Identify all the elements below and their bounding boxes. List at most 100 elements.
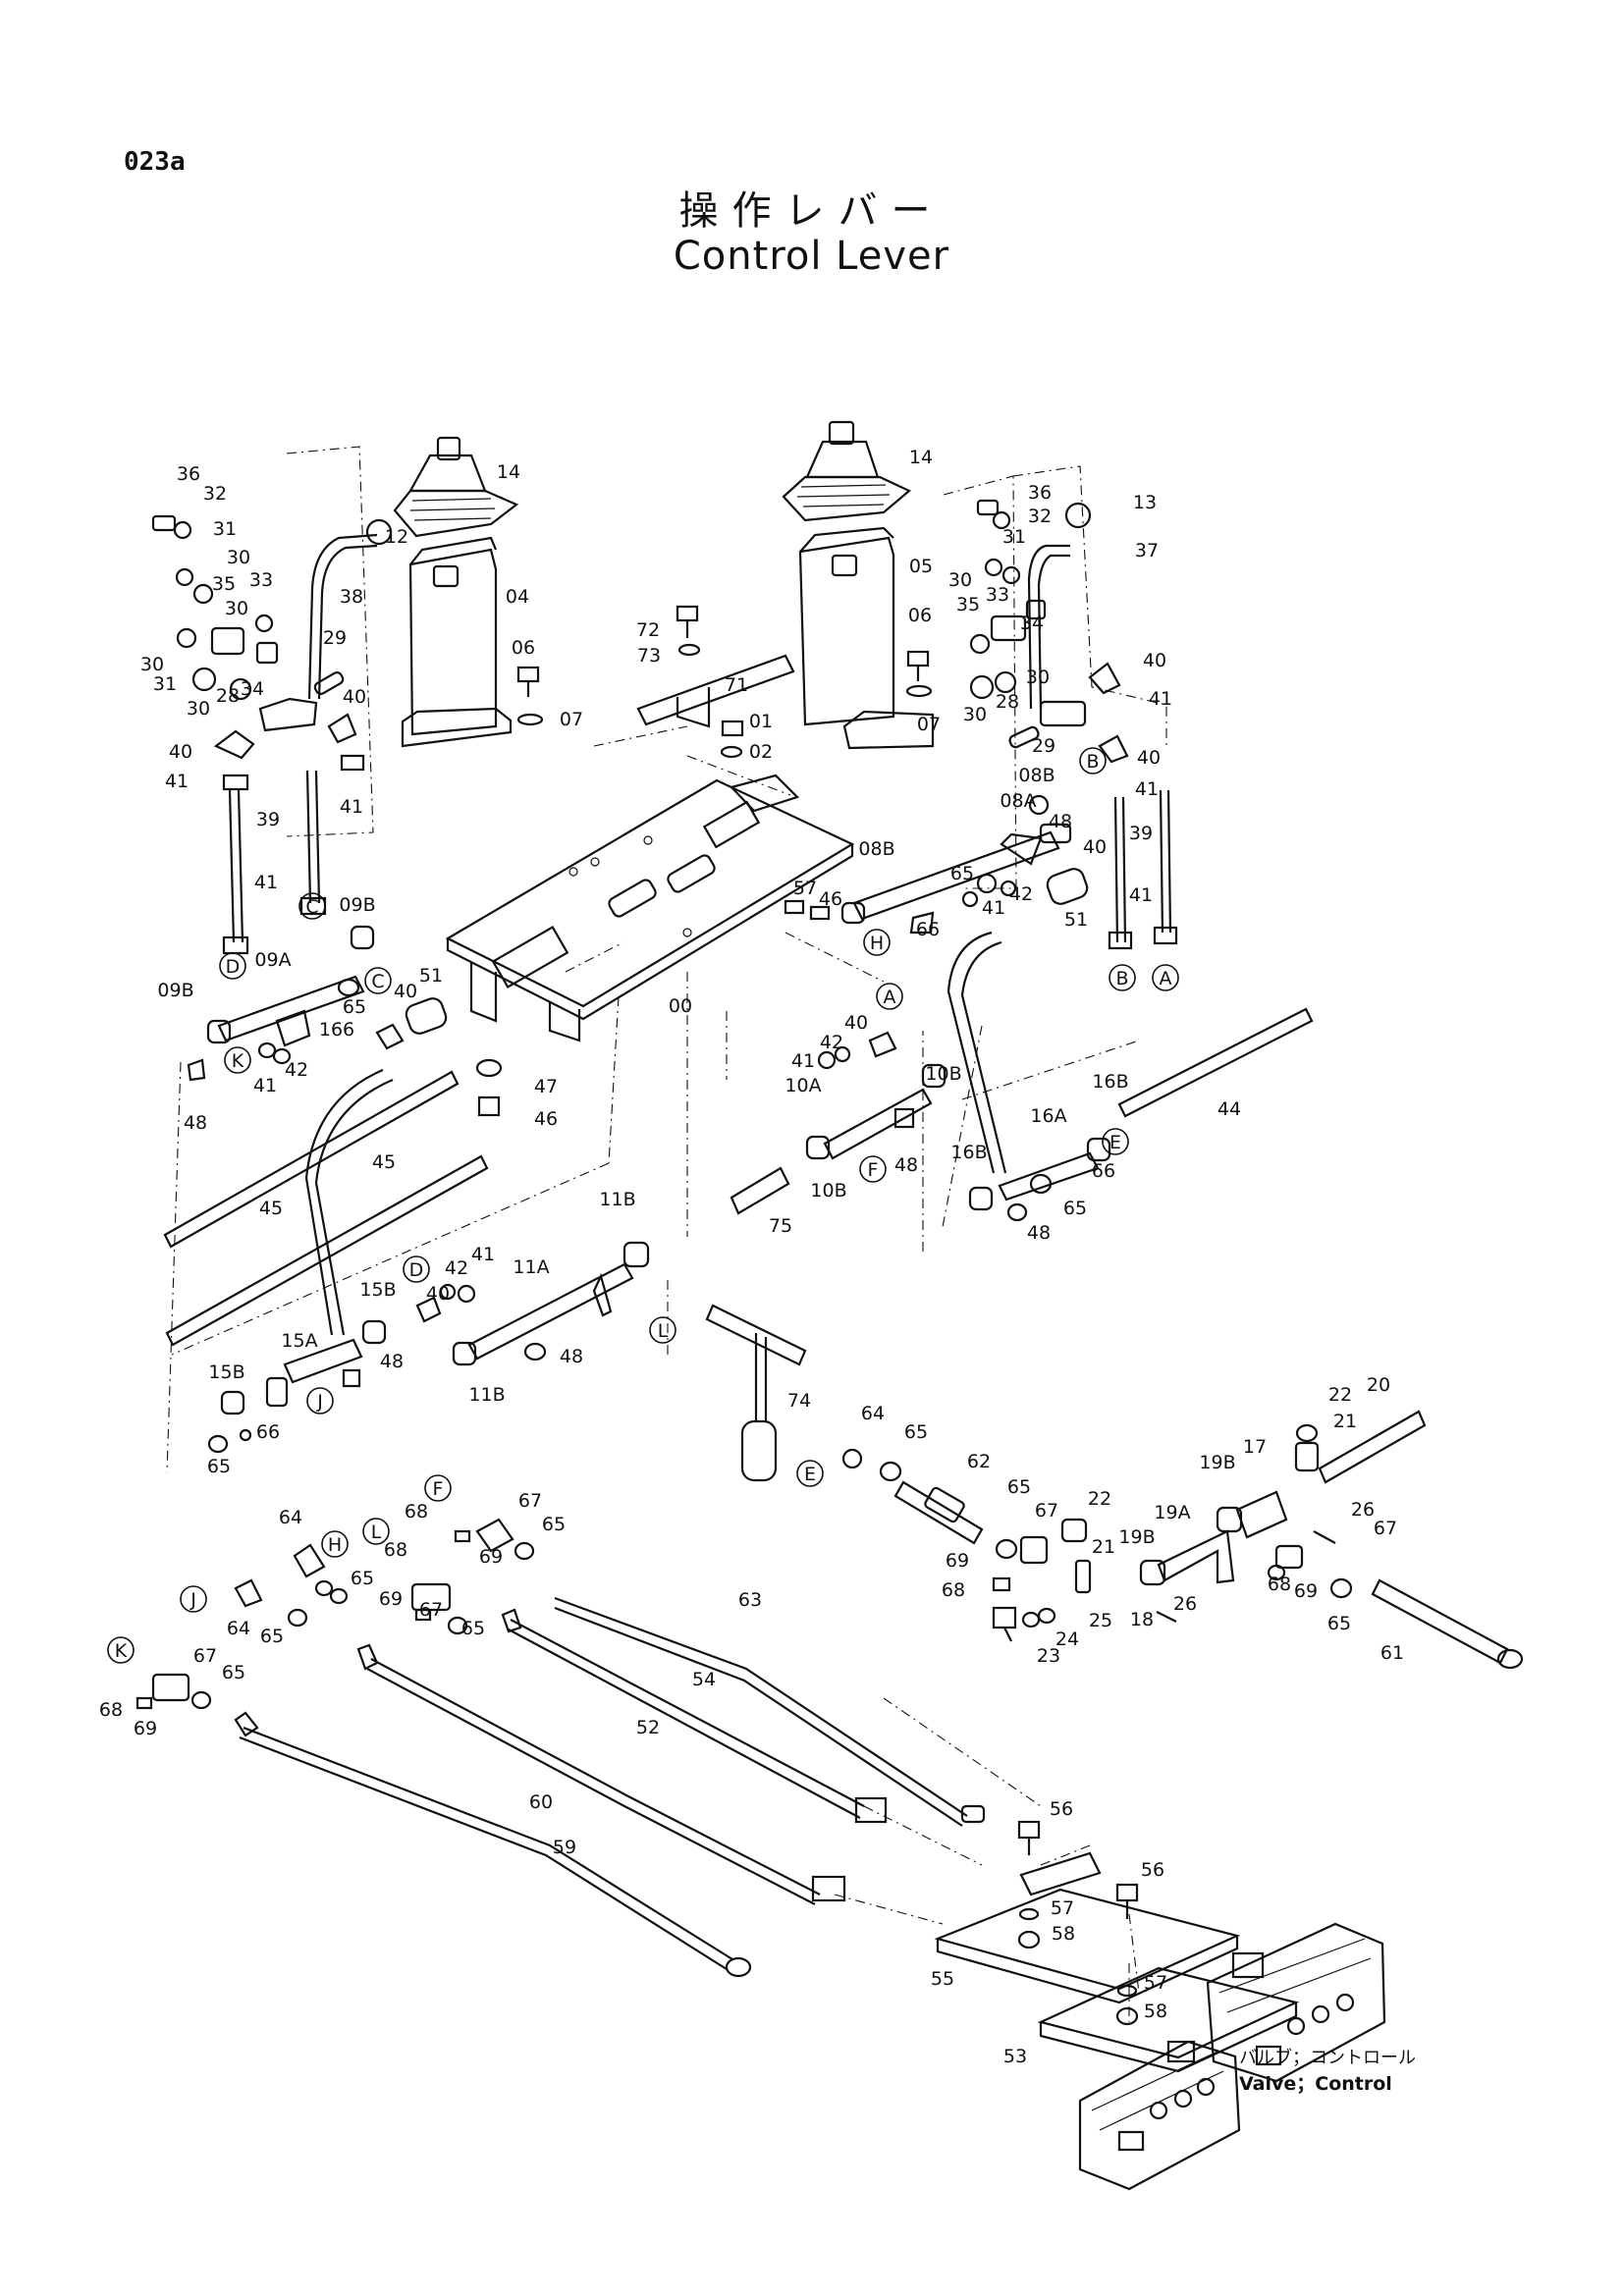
callout-circle xyxy=(107,1636,135,1664)
part-callout: 48 xyxy=(560,1346,583,1367)
part-callout: 06 xyxy=(512,637,535,659)
part-callout: 69 xyxy=(379,1588,403,1610)
part-callout: 65 xyxy=(343,996,366,1018)
part-callout: 51 xyxy=(419,965,443,987)
part-callout: J xyxy=(189,1589,196,1611)
part-callout: 66 xyxy=(1092,1160,1115,1182)
part-callout: 09B xyxy=(339,894,375,916)
part-callout: 68 xyxy=(942,1579,965,1601)
part-callout: 65 xyxy=(1327,1613,1351,1634)
part-callout: 30 xyxy=(963,704,987,725)
part-callout: 57 xyxy=(793,878,817,899)
part-callout: 74 xyxy=(787,1390,811,1412)
callout-circle xyxy=(424,1474,452,1502)
part-callout: 30 xyxy=(225,598,248,619)
part-callout: 41 xyxy=(253,1075,277,1096)
callout-circle xyxy=(1102,1128,1129,1155)
part-callout: 67 xyxy=(419,1599,443,1621)
part-callout: 67 xyxy=(518,1490,542,1512)
part-callout: 52 xyxy=(636,1717,660,1738)
part-callout: 69 xyxy=(134,1718,157,1739)
part-callout: 11B xyxy=(599,1189,635,1210)
part-callout: F xyxy=(868,1159,879,1181)
part-callout: 44 xyxy=(1217,1098,1241,1120)
part-callout: 26 xyxy=(1173,1593,1197,1615)
part-callout: E xyxy=(804,1464,816,1485)
part-callout: 08B xyxy=(1018,765,1055,786)
part-callout: 41 xyxy=(1149,688,1172,710)
part-callout: 20 xyxy=(1367,1374,1390,1396)
part-callout: 68 xyxy=(99,1699,123,1721)
part-callout: 09A xyxy=(254,949,291,971)
right-lever-assembly xyxy=(782,420,1178,950)
part-callout: 01 xyxy=(749,711,773,732)
part-callout: 64 xyxy=(861,1403,885,1424)
part-callout: 48 xyxy=(1027,1222,1051,1244)
page-id: 023a xyxy=(124,147,186,177)
part-callout: 21 xyxy=(1092,1536,1115,1558)
callout-circle xyxy=(219,952,246,980)
part-callout: 07 xyxy=(560,709,583,730)
part-callout: A xyxy=(1160,968,1172,989)
part-callout: 58 xyxy=(1144,2001,1167,2022)
part-callout: 22 xyxy=(1088,1488,1111,1510)
part-callout: 41 xyxy=(254,872,278,893)
part-callout: 39 xyxy=(1129,823,1153,844)
link-rods xyxy=(234,1596,986,1978)
part-callout: 63 xyxy=(738,1589,762,1611)
part-callout: 45 xyxy=(372,1151,396,1173)
callout-circle xyxy=(1079,747,1107,774)
part-callout: 57 xyxy=(1144,1972,1167,1994)
part-callout: 40 xyxy=(426,1283,450,1305)
base-plate xyxy=(445,720,855,1117)
part-callout: 48 xyxy=(1049,811,1072,832)
part-callout: 67 xyxy=(193,1645,217,1667)
part-callout: 32 xyxy=(1028,506,1052,527)
part-callout: 26 xyxy=(1351,1499,1375,1521)
part-callout: D xyxy=(226,956,241,978)
part-callout: 00 xyxy=(669,995,692,1017)
part-callout: 02 xyxy=(749,741,773,763)
part-callout: 166 xyxy=(319,1019,354,1041)
part-callout: 53 xyxy=(1003,2046,1027,2067)
part-callout: 11B xyxy=(468,1384,505,1406)
part-callout: 40 xyxy=(1137,747,1161,769)
part-callout: 41 xyxy=(982,897,1005,919)
callout-circle xyxy=(298,892,326,920)
callout-circle xyxy=(321,1530,349,1558)
part-callout: 33 xyxy=(986,584,1009,606)
part-callout: 31 xyxy=(1002,526,1026,548)
part-callout: 42 xyxy=(285,1059,308,1081)
part-callout: 35 xyxy=(956,594,980,615)
part-callout: 19A xyxy=(1154,1502,1190,1523)
part-callout: 65 xyxy=(222,1662,245,1683)
part-callout: 40 xyxy=(169,741,192,763)
part-callout: 40 xyxy=(343,686,366,708)
part-callout: D xyxy=(409,1259,424,1281)
part-callout: 66 xyxy=(916,919,940,940)
part-callout: 46 xyxy=(819,888,842,910)
part-callout: 15B xyxy=(208,1362,244,1383)
part-callout: 59 xyxy=(553,1837,576,1858)
valve-caption-english: Valve；Control xyxy=(1239,2073,1392,2095)
part-callout: 12 xyxy=(385,526,408,548)
part-callout: 24 xyxy=(1055,1629,1079,1650)
part-callout: 67 xyxy=(1374,1518,1397,1539)
part-callout: 48 xyxy=(894,1154,918,1176)
part-callout: 29 xyxy=(323,627,347,649)
callout-circle xyxy=(224,1046,251,1074)
part-callout: 65 xyxy=(1063,1198,1087,1219)
part-callout: 36 xyxy=(1028,482,1052,504)
callout-circle xyxy=(180,1585,207,1613)
handle-71 xyxy=(636,605,795,728)
part-callout: 41 xyxy=(165,771,189,792)
callout-circle xyxy=(796,1460,824,1487)
left-lever-assembly xyxy=(151,436,544,955)
part-callout: 35 xyxy=(212,573,236,595)
part-callout: 36 xyxy=(177,463,200,485)
part-callout: 08A xyxy=(1000,790,1036,812)
part-callout: 56 xyxy=(1141,1859,1164,1881)
part-callout: 17 xyxy=(1243,1436,1267,1458)
part-callout: 08B xyxy=(858,838,894,860)
